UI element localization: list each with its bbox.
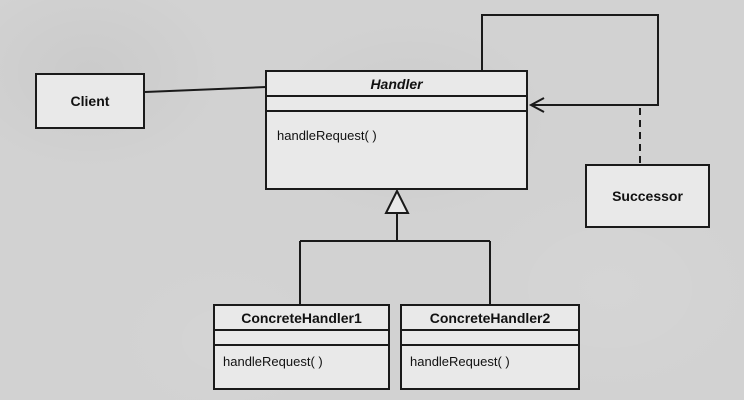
- handler-method-label: handleRequest( ): [277, 128, 377, 143]
- handler-class-name: Handler: [267, 72, 526, 97]
- successor-label-box: Successor: [585, 164, 710, 228]
- concrete-handler-2-attributes-compartment: [402, 331, 578, 346]
- concrete-handler-2-class-box: ConcreteHandler2 handleRequest( ): [400, 304, 580, 390]
- handler-class-box: Handler handleRequest( ): [265, 70, 528, 190]
- client-class-name: Client: [70, 93, 110, 109]
- concrete-handler-1-attributes-compartment: [215, 331, 388, 346]
- concrete-handler-1-method-label: handleRequest( ): [223, 354, 323, 369]
- concrete-handler-2-method-label: handleRequest( ): [410, 354, 510, 369]
- association-arrowhead-icon: [528, 97, 545, 113]
- handler-attributes-compartment: [267, 97, 526, 112]
- concrete-handler-1-class-box: ConcreteHandler1 handleRequest( ): [213, 304, 390, 390]
- concrete-handler-1-class-name: ConcreteHandler1: [215, 306, 388, 331]
- client-class-box: Client: [35, 73, 145, 129]
- client-handler-association-line: [144, 86, 267, 93]
- successor-label: Successor: [612, 188, 683, 204]
- concrete-handler-2-class-name: ConcreteHandler2: [402, 306, 578, 331]
- inheritance-triangle-icon: [384, 188, 410, 214]
